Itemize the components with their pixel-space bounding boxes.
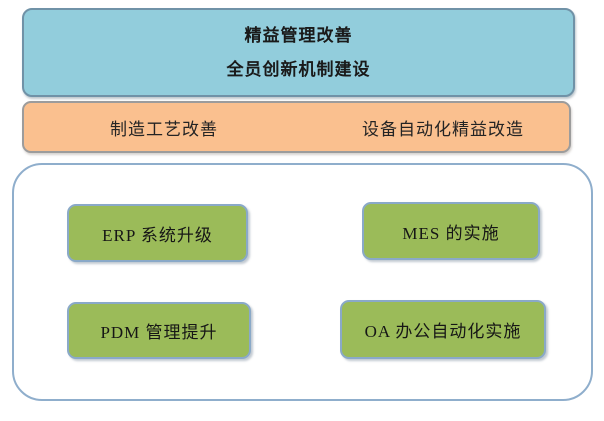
manufacturing-process-improvement-label: 制造工艺改善 [110,119,218,139]
process-improvement-band: 制造工艺改善 设备自动化精益改造 [22,101,571,153]
erp-upgrade-box: ERP 系统升级 [67,204,248,262]
mes-implementation-label: MES 的实施 [402,223,500,243]
innovation-mechanism-label: 全员创新机制建设 [226,60,371,79]
mes-implementation-box: MES 的实施 [362,202,540,260]
lean-management-improvement-label: 精益管理改善 [244,26,353,45]
equipment-automation-lean-label: 设备自动化精益改造 [362,119,524,139]
pdm-management-box: PDM 管理提升 [67,302,251,359]
erp-upgrade-label: ERP 系统升级 [102,225,213,245]
lean-management-header-box: 精益管理改善 全员创新机制建设 [22,8,575,97]
pdm-management-label: PDM 管理提升 [100,323,218,342]
oa-office-automation-box: OA 办公自动化实施 [340,300,546,359]
oa-office-automation-label: OA 办公自动化实施 [364,322,522,341]
it-systems-container: ERP 系统升级 MES 的实施 PDM 管理提升 OA 办公自动化实施 [12,163,593,401]
